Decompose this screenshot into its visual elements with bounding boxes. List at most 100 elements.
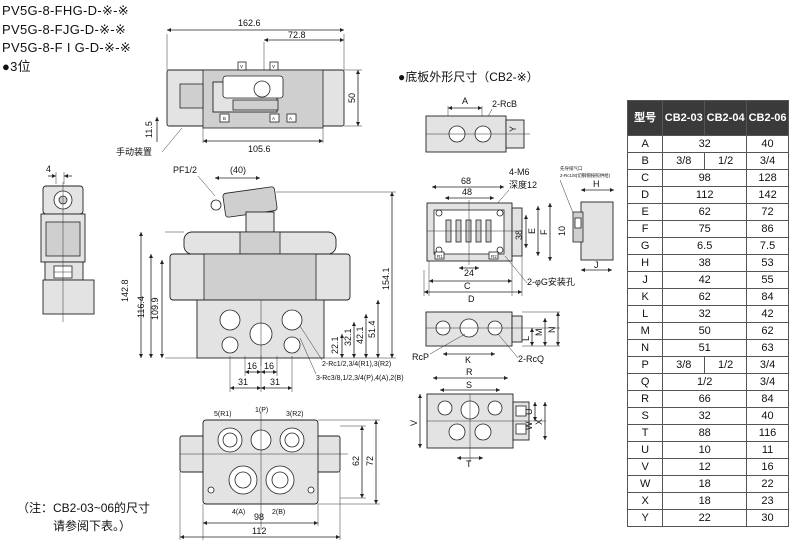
base-plate-front: L M N RcP 2-RcQ K	[412, 311, 560, 365]
dim-front-a: 142.8	[120, 279, 130, 302]
dim-base-x: X	[534, 419, 544, 425]
table-header-row: 型号 CB2-03 CB2-04 CB2-06	[626, 100, 789, 136]
dim-base-38: 38	[514, 230, 524, 240]
value-cb2-03-04: 75	[662, 220, 748, 238]
row-code: A	[626, 135, 664, 153]
dim-base-e: E	[527, 228, 537, 234]
manual-device-label: 手动装置	[116, 146, 152, 157]
row-code: X	[626, 492, 664, 510]
port-3-label: 3(R2)	[286, 411, 304, 418]
model-title-fhg: PV5G-8-FHG-D-※-※	[2, 3, 129, 18]
dim-base-k: K	[465, 355, 471, 365]
value-cb2-03-04: 66	[662, 390, 748, 408]
dim-front-total: 154.1	[381, 267, 391, 290]
side-view: 4	[40, 164, 95, 322]
value-cb2-03-04: 22	[662, 509, 748, 527]
value-cb2-06: 3/4	[746, 373, 789, 391]
dim-base-h: H	[593, 179, 600, 189]
value-cb2-06: 72	[746, 203, 789, 221]
base-plate-section-label: ●底板外形尺寸（CB2-※）	[398, 70, 539, 84]
svg-text:A: A	[289, 116, 292, 121]
dim-top-mid: 72.8	[288, 30, 306, 40]
value-cb2-06: 142	[746, 186, 789, 204]
header-cb2-06: CB2-06	[746, 100, 789, 136]
row-code: S	[626, 407, 664, 425]
dim-base-n: N	[547, 327, 557, 334]
value-cb2-06: 128	[746, 169, 789, 187]
dim-base-t: T	[466, 459, 472, 469]
dim-front-b: 116.4	[136, 296, 146, 318]
value-cb2-03-04: 112	[662, 186, 748, 204]
row-code: F	[626, 220, 664, 238]
bottom-view: 5(R1) 1(P) 3(R2) 4(A) 2(B) 72 62	[179, 407, 380, 540]
value-cb2-06: 55	[746, 271, 789, 289]
value-cb2-06: 86	[746, 220, 789, 238]
dim-front-16a: 16	[247, 361, 257, 371]
value-cb2-03: 3/8	[662, 152, 706, 170]
value-cb2-03-04: 38	[662, 254, 748, 272]
base-rcq: 2-RcQ	[518, 354, 544, 364]
dim-base-u: U	[524, 409, 534, 416]
row-code: R	[626, 390, 664, 408]
pf-label: PF1/2	[173, 165, 197, 175]
base-rcp: RcP	[412, 352, 429, 362]
dim-front-31a: 31	[238, 377, 248, 387]
value-cb2-03-04: 10	[662, 441, 748, 459]
pf-dim: (40)	[230, 165, 246, 175]
value-cb2-06: 22	[746, 475, 789, 493]
dim-bottom-98: 98	[254, 512, 264, 522]
port-note-1: 2-Rc1/2,3/4(R1),3(R2)	[322, 361, 391, 368]
top-view: 162.6 72.8 V V B A A 50 11.5 105.6	[116, 18, 362, 157]
row-code: G	[626, 237, 664, 255]
dim-base-48: 48	[462, 187, 472, 197]
dim-base-l: L	[521, 336, 531, 341]
value-cb2-03-04: 18	[662, 492, 748, 510]
row-code: Y	[626, 509, 664, 527]
dim-base-24: 24	[464, 268, 474, 278]
dim-base-v: V	[409, 420, 419, 426]
port-1-label: 1(P)	[255, 407, 268, 414]
value-cb2-06: 40	[746, 407, 789, 425]
row-code: K	[626, 288, 664, 306]
base-depth: 深度12	[509, 179, 537, 190]
value-cb2-03-04: 32	[662, 407, 748, 425]
dim-base-r: R	[466, 367, 473, 377]
dim-top-height: 50	[347, 93, 357, 103]
pilot-exhaust-2: 2-Rc1/8(切钢帽按照供给)	[560, 172, 611, 179]
value-cb2-06: 30	[746, 509, 789, 527]
value-cb2-06: 3/4	[746, 356, 789, 374]
header-cb2-03: CB2-03	[662, 100, 706, 136]
dim-top-overall: 162.6	[238, 18, 261, 28]
row-code: J	[626, 271, 664, 289]
base-g-hole: 2-φG安装孔	[527, 276, 575, 287]
base-plate-top: A 2-RcB Y	[425, 96, 530, 153]
value-cb2-03-04: 98	[662, 169, 748, 187]
dim-base-j: J	[594, 260, 599, 270]
port-5-label: 5(R1)	[214, 411, 232, 418]
dim-base-d: D	[468, 294, 475, 304]
row-code: W	[626, 475, 664, 493]
footnote-line-2: 请参阅下表。）	[53, 519, 132, 533]
value-cb2-06: 11	[746, 441, 789, 459]
svg-text:R1: R1	[437, 254, 443, 259]
value-cb2-03-04: 51	[662, 339, 748, 357]
svg-text:R2: R2	[491, 254, 497, 259]
dim-base-c: C	[464, 281, 471, 291]
value-cb2-06: 16	[746, 458, 789, 476]
dim-base-f: F	[539, 229, 549, 235]
base-rc-b: 2-RcB	[492, 99, 517, 109]
